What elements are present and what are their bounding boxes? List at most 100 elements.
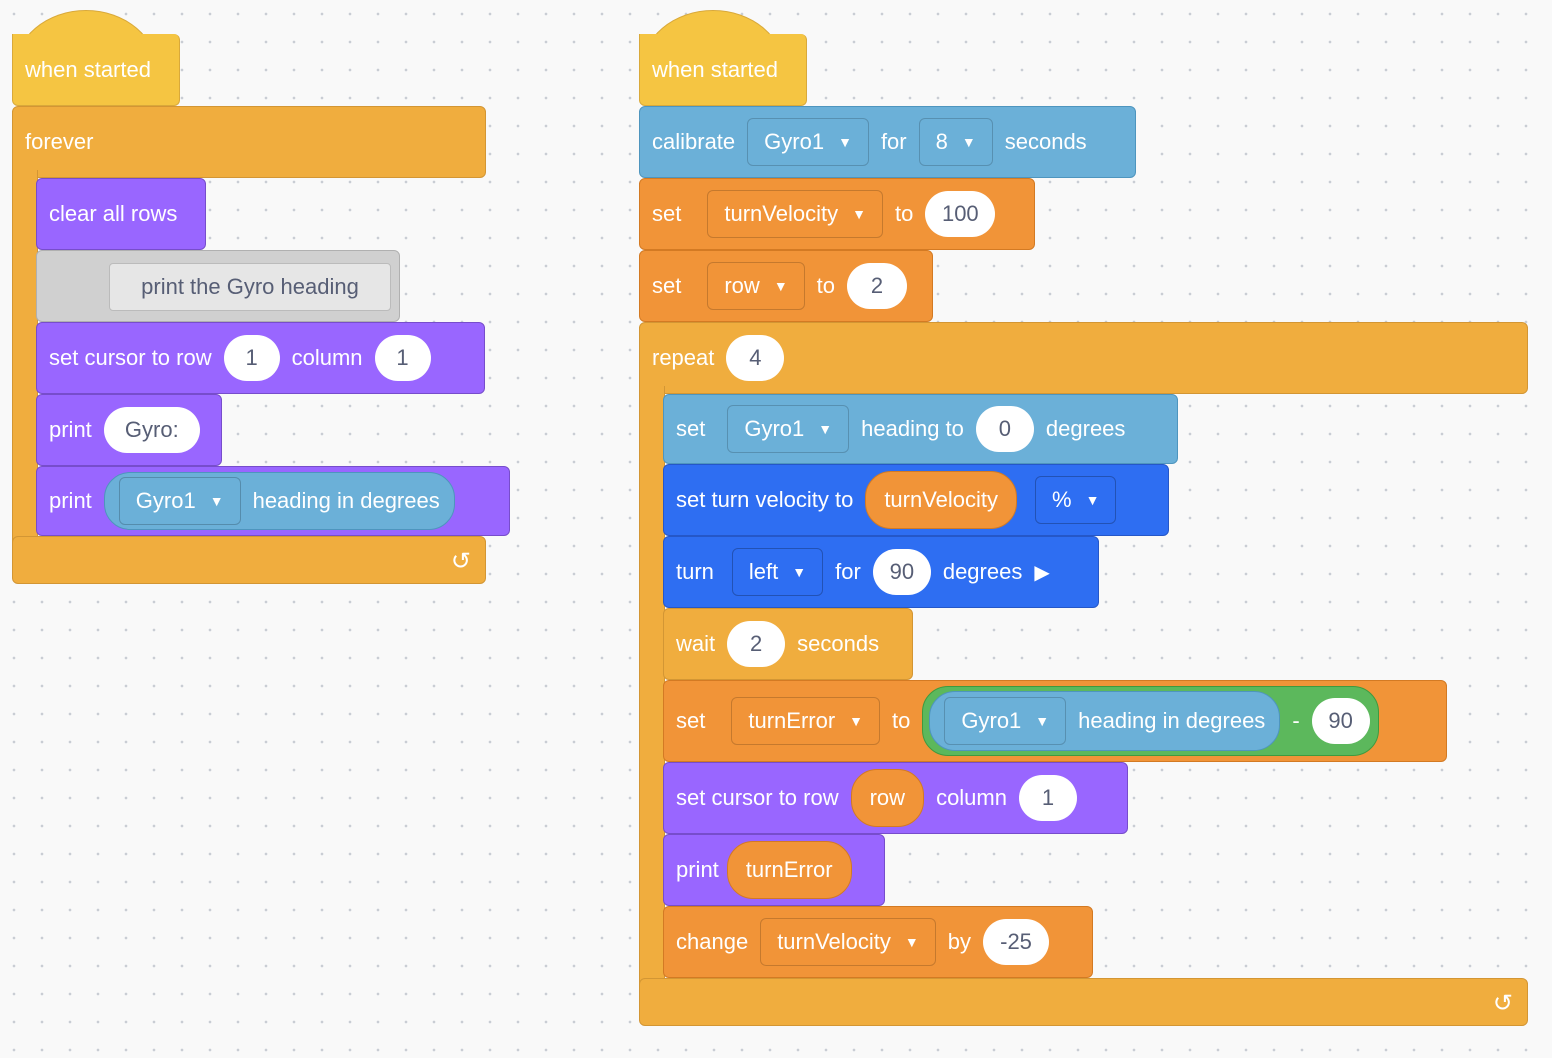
chevron-down-icon: ▼ xyxy=(209,493,224,509)
column-input[interactable]: 1 xyxy=(374,335,431,381)
change-variable-block[interactable]: change turnVelocity ▼ by -25 xyxy=(663,906,1093,978)
column-label: column xyxy=(936,785,1007,810)
when-started-block[interactable]: when started xyxy=(639,34,807,106)
repeat-block[interactable]: repeat 4 xyxy=(639,322,1528,394)
turn-label: turn xyxy=(676,559,714,584)
variable-name: row xyxy=(724,273,760,298)
to-label: to xyxy=(894,201,914,226)
forever-label: forever xyxy=(25,129,94,154)
chevron-down-icon: ▼ xyxy=(1085,492,1100,508)
variable-reporter[interactable]: turnVelocity xyxy=(865,471,1018,529)
variable-name: turnVelocity xyxy=(724,201,839,226)
wait-block[interactable]: wait 2 seconds xyxy=(663,608,913,680)
direction-label: left xyxy=(748,559,779,584)
set-heading-block[interactable]: set Gyro1 ▼ heading to 0 degrees xyxy=(663,394,1178,464)
repeat-count-input[interactable]: 4 xyxy=(726,335,785,381)
sensor-label: Gyro1 xyxy=(961,708,1022,733)
sensor-dropdown[interactable]: Gyro1 ▼ xyxy=(118,477,241,525)
set-label: set xyxy=(676,708,706,733)
sensor-label: Gyro1 xyxy=(135,488,196,513)
variable-name: turnVelocity xyxy=(777,929,891,954)
variable-dropdown[interactable]: row ▼ xyxy=(707,262,805,310)
clear-label: clear all rows xyxy=(49,201,178,226)
unit-label: % xyxy=(1052,487,1072,512)
to-label: to xyxy=(816,273,836,298)
heading-value-input[interactable]: 0 xyxy=(975,406,1034,452)
heading-reporter[interactable]: Gyro1 ▼ heading in degrees xyxy=(929,691,1281,751)
set-row-block[interactable]: set row ▼ to 2 xyxy=(639,250,933,322)
direction-dropdown[interactable]: left ▼ xyxy=(731,548,824,596)
loop-arrow-icon: ↺ xyxy=(1492,990,1513,1017)
set-cursor-label: set cursor to row xyxy=(49,345,212,370)
degrees-label: degrees xyxy=(1045,416,1126,441)
print-label: print xyxy=(49,417,92,442)
variable-dropdown[interactable]: turnError ▼ xyxy=(731,697,881,745)
chevron-down-icon: ▼ xyxy=(773,278,788,294)
when-started-label: when started xyxy=(25,56,151,82)
variable-name: turnError xyxy=(748,708,836,733)
heading-reporter[interactable]: Gyro1 ▼ heading in degrees xyxy=(103,472,455,530)
set-label: set xyxy=(652,201,682,226)
print-block[interactable]: print turnError xyxy=(663,834,885,906)
column-label: column xyxy=(291,345,363,370)
heading-to-label: heading to xyxy=(861,416,964,441)
chevron-down-icon: ▼ xyxy=(904,934,919,950)
turn-block[interactable]: turn left ▼ for 90 degrees ▶ xyxy=(663,536,1099,608)
variable-dropdown[interactable]: turnVelocity ▼ xyxy=(760,918,936,966)
sensor-dropdown[interactable]: Gyro1 ▼ xyxy=(944,697,1067,745)
calibrate-block[interactable]: calibrate Gyro1 ▼ for 8 ▼ seconds xyxy=(639,106,1136,178)
clear-all-rows-block[interactable]: clear all rows xyxy=(36,178,206,250)
play-icon[interactable]: ▶ xyxy=(1034,561,1050,584)
unit-dropdown[interactable]: % ▼ xyxy=(1035,476,1117,524)
sensor-dropdown[interactable]: Gyro1 ▼ xyxy=(727,405,850,453)
degrees-label: degrees xyxy=(942,559,1023,584)
sensor-dropdown[interactable]: Gyro1 ▼ xyxy=(747,118,869,166)
value-input[interactable]: 2 xyxy=(847,263,908,309)
subtrahend-input[interactable]: 90 xyxy=(1311,698,1370,744)
sensor-label: Gyro1 xyxy=(744,416,805,441)
chevron-down-icon: ▼ xyxy=(1035,713,1050,729)
set-label: set xyxy=(676,416,706,441)
chevron-down-icon: ▼ xyxy=(849,713,864,729)
set-cursor-label: set cursor to row xyxy=(676,785,839,810)
comment-block[interactable]: print the Gyro heading xyxy=(36,250,400,322)
variable-reporter[interactable]: turnError xyxy=(726,841,852,899)
by-label: by xyxy=(947,929,972,954)
print-text-input[interactable]: Gyro: xyxy=(103,407,200,453)
seconds-label: seconds xyxy=(797,631,880,656)
comment-text[interactable]: print the Gyro heading xyxy=(109,263,391,311)
degrees-input[interactable]: 90 xyxy=(872,549,931,595)
row-input[interactable]: 1 xyxy=(223,335,280,381)
forever-bottom: ↺ xyxy=(12,536,486,584)
seconds-label: seconds xyxy=(1004,129,1087,154)
chevron-down-icon: ▼ xyxy=(838,134,852,150)
variable-dropdown[interactable]: turnVelocity ▼ xyxy=(707,190,883,238)
reporter-label: heading in degrees xyxy=(1078,708,1266,733)
print-heading-block[interactable]: print Gyro1 ▼ heading in degrees xyxy=(36,466,510,536)
seconds-dropdown[interactable]: 8 ▼ xyxy=(918,118,993,166)
set-cursor-block[interactable]: set cursor to row 1 column 1 xyxy=(36,322,485,394)
minus-operator: - xyxy=(1292,708,1300,733)
change-value-input[interactable]: -25 xyxy=(983,919,1050,965)
forever-arm xyxy=(12,170,38,545)
chevron-down-icon: ▼ xyxy=(818,421,833,437)
row-reporter[interactable]: row xyxy=(850,769,925,827)
for-label: for xyxy=(880,129,907,154)
forever-block[interactable]: forever xyxy=(12,106,486,178)
set-turn-velocity-block[interactable]: set turn velocity to turnVelocity % ▼ xyxy=(663,464,1169,536)
set-cursor-block[interactable]: set cursor to row row column 1 xyxy=(663,762,1128,834)
wait-input[interactable]: 2 xyxy=(727,621,786,667)
set-variable-block[interactable]: set turnVelocity ▼ to 100 xyxy=(639,178,1035,250)
column-input[interactable]: 1 xyxy=(1018,775,1077,821)
subtract-operator[interactable]: Gyro1 ▼ heading in degrees - 90 xyxy=(922,686,1379,756)
set-error-block[interactable]: set turnError ▼ to Gyro1 ▼ heading in de… xyxy=(663,680,1447,762)
when-started-label: when started xyxy=(652,56,778,82)
chevron-down-icon: ▼ xyxy=(792,564,807,580)
sensor-label: Gyro1 xyxy=(764,129,825,154)
to-label: to xyxy=(892,708,911,733)
value-input[interactable]: 100 xyxy=(925,191,996,237)
when-started-block[interactable]: when started xyxy=(12,34,180,106)
repeat-label: repeat xyxy=(652,345,715,370)
print-text-block[interactable]: print Gyro: xyxy=(36,394,222,466)
loop-arrow-icon: ↺ xyxy=(450,548,471,575)
